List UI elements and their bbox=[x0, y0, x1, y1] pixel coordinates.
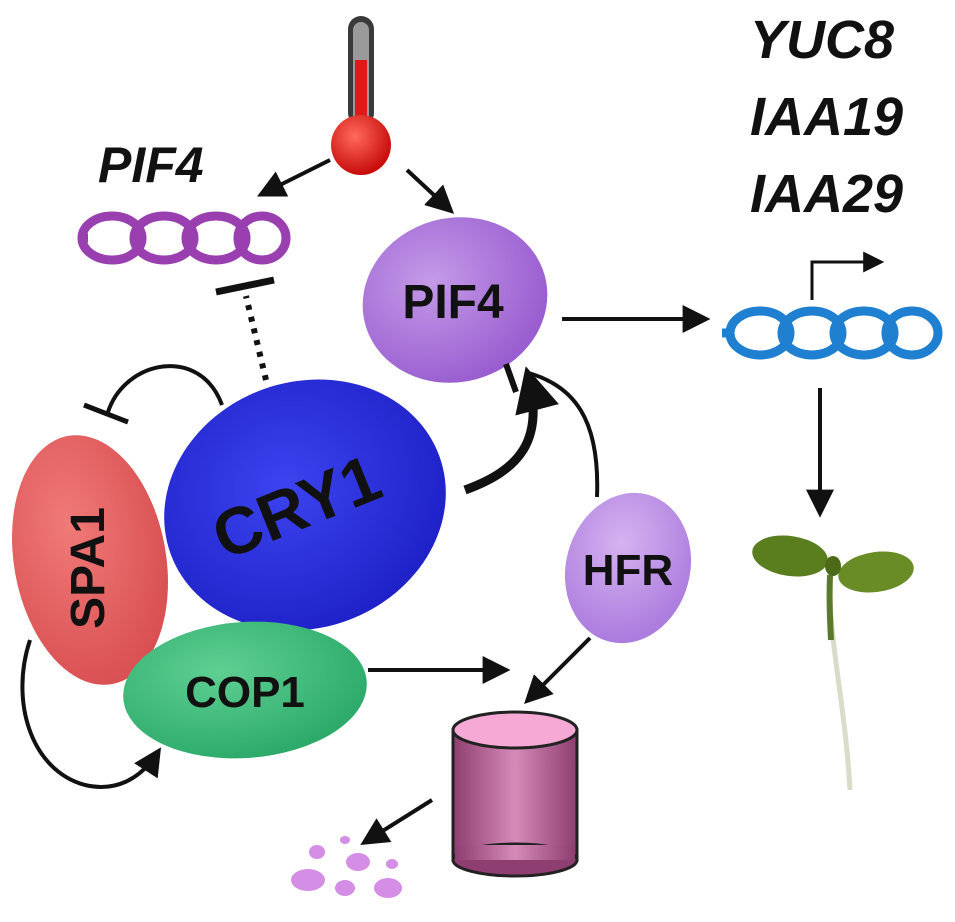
degraded-fragments-icon bbox=[291, 836, 402, 898]
proteasome-to-fragments-arrow bbox=[360, 798, 434, 845]
temperature-to-pif4-gene-arrow bbox=[256, 158, 331, 197]
target-gene-iaa29: IAA29 bbox=[750, 164, 903, 224]
inhibition-bar-spa1 bbox=[83, 402, 129, 425]
cry1-inhibits-pif4-gene-dotted bbox=[243, 295, 269, 381]
cry1-inhibits-spa1-arc bbox=[106, 364, 224, 413]
hfr-label: HFR bbox=[583, 546, 673, 595]
pif4-gene-helix bbox=[77, 211, 291, 265]
spa1-label: SPA1 bbox=[62, 507, 115, 629]
target-gene-helix bbox=[722, 306, 943, 360]
cry1-promotes-pif4-arrow bbox=[463, 366, 559, 495]
cry1-node bbox=[164, 379, 446, 631]
spa1-to-cop1-arrow bbox=[20, 639, 162, 789]
pif4-protein-node bbox=[362, 217, 548, 383]
hfr-inhibits-pif4-arc bbox=[524, 370, 600, 498]
thermometer-icon bbox=[331, 16, 391, 175]
temperature-to-pif4-protein-arrow bbox=[405, 168, 455, 214]
pif4-protein-label: PIF4 bbox=[402, 276, 504, 329]
inhibition-bar-pif4 bbox=[503, 362, 519, 394]
cop1-label: COP1 bbox=[185, 668, 305, 717]
target-gene-iaa19: IAA19 bbox=[750, 87, 903, 147]
cop1-node bbox=[123, 621, 367, 759]
transcription-start-arrow bbox=[810, 251, 885, 300]
spa1-node bbox=[12, 435, 168, 685]
pif4-gene-label: PIF4 bbox=[98, 137, 204, 193]
hfr-to-proteasome-arrow bbox=[524, 636, 592, 704]
inhibition-bar-pif4-gene bbox=[215, 276, 275, 296]
hfr-node bbox=[564, 492, 692, 644]
target-gene-yuc8: YUC8 bbox=[750, 10, 894, 70]
proteasome-icon bbox=[451, 710, 579, 878]
seedling-icon bbox=[752, 535, 914, 791]
